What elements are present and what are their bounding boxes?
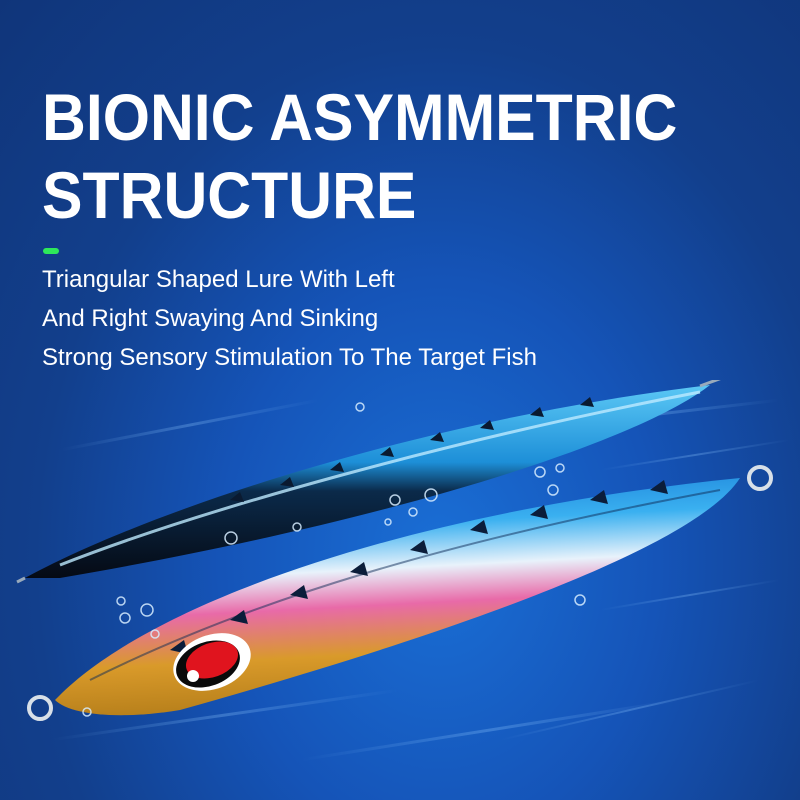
accent-bar <box>43 248 59 254</box>
headline-line2: STRUCTURE <box>42 158 417 232</box>
headline-line1: BIONIC ASYMMETRIC <box>42 80 678 154</box>
bubbles <box>82 402 586 717</box>
description-line: Triangular Shaped Lure With Left <box>42 266 395 293</box>
description: Triangular Shaped Lure With Left And Rig… <box>42 260 537 377</box>
main-lure <box>27 465 773 721</box>
description-line: And Right Swaying And Sinking <box>42 305 379 332</box>
description-line: Strong Sensory Stimulation To The Target… <box>42 344 537 371</box>
lure-eye-icon <box>173 633 251 691</box>
slim-lure <box>16 380 721 584</box>
lure-illustration <box>16 380 791 762</box>
headline: BIONIC ASYMMETRIC STRUCTURE <box>42 78 677 234</box>
